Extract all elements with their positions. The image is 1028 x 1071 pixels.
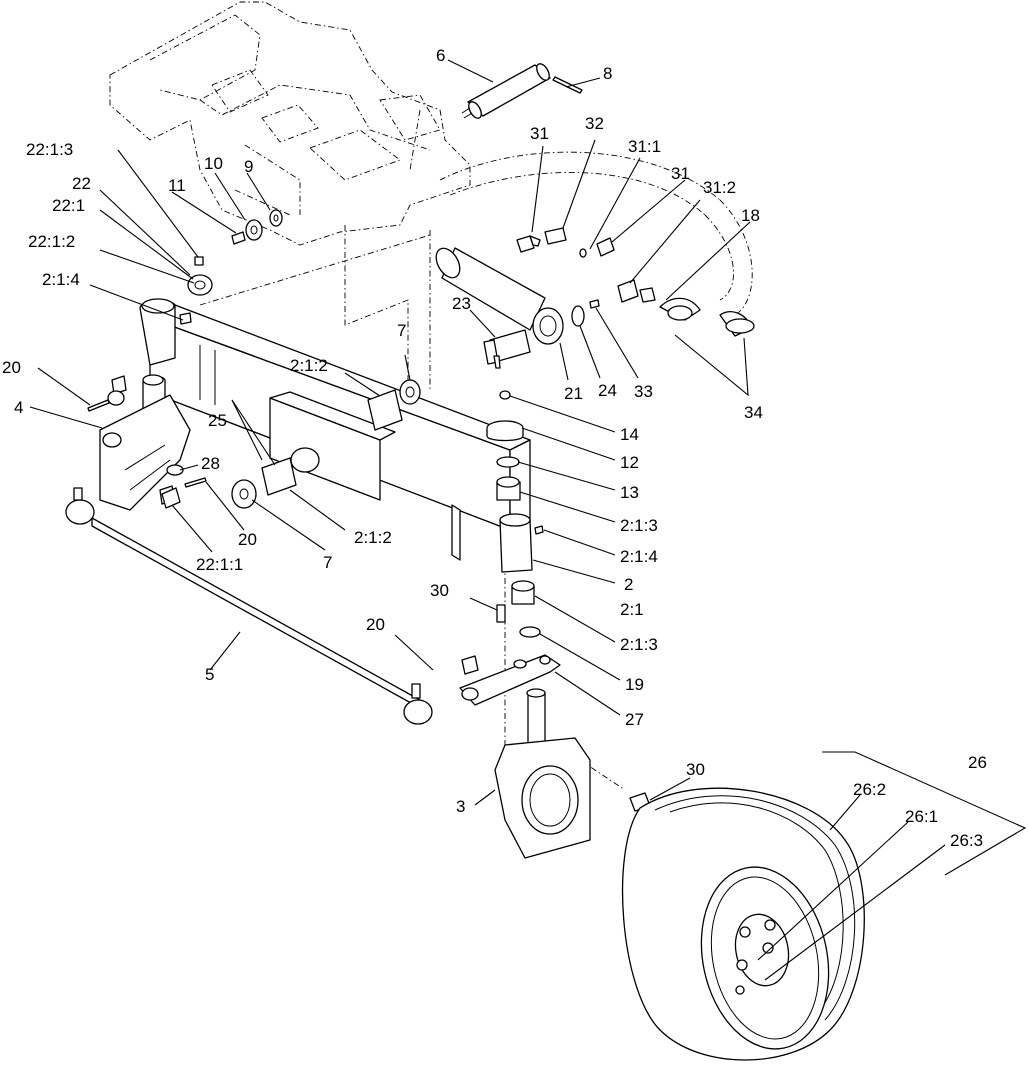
- callout-2: 2: [624, 575, 633, 594]
- part-5-tie-rod: [65, 487, 433, 725]
- callout-32: 32: [585, 114, 604, 133]
- callout-5: 5: [205, 665, 214, 684]
- callout-10: 10: [204, 154, 223, 173]
- callout-2-1-2: 2:1:2: [354, 528, 392, 547]
- callout-21: 21: [564, 384, 583, 403]
- part-6-cylinder: [461, 63, 583, 119]
- front-axle: [149, 304, 531, 561]
- callout-22-1-1: 22:1:1: [196, 555, 243, 574]
- callout-31-1: 31:1: [628, 137, 661, 156]
- callout-14: 14: [620, 425, 639, 444]
- steering-cylinder: [435, 247, 600, 369]
- callout-2-1-4: 2:1:4: [620, 547, 658, 566]
- hydraulic-fittings: [516, 227, 755, 337]
- callout-8: 8: [603, 64, 612, 83]
- left-hardware: [87, 256, 213, 509]
- callout-27: 27: [625, 710, 644, 729]
- callout-31-2: 31:2: [703, 178, 736, 197]
- callout-26-2: 26:2: [853, 780, 886, 799]
- part-8-pin: [552, 76, 583, 94]
- callout-13: 13: [620, 483, 639, 502]
- steering-hardware: [231, 209, 283, 245]
- callout-26: 26: [968, 753, 987, 772]
- callout-9: 9: [244, 157, 253, 176]
- callout-26-3: 26:3: [950, 831, 983, 850]
- callout-2-1-3: 2:1:3: [620, 516, 658, 535]
- callout-24: 24: [598, 381, 617, 400]
- leader-lines: [29, 59, 1027, 981]
- callout-22-1-3: 22:1:3: [26, 140, 73, 159]
- callout-28: 28: [201, 454, 220, 473]
- callout-22: 22: [72, 174, 91, 193]
- callout-3: 3: [456, 797, 465, 816]
- callout-30: 30: [430, 581, 449, 600]
- callout-20: 20: [238, 530, 257, 549]
- callout-4: 4: [14, 398, 23, 417]
- axle-bushings: [231, 379, 421, 509]
- frame-outline: [109, 1, 753, 791]
- callout-25: 25: [208, 411, 227, 430]
- callout-2-1-3: 2:1:3: [620, 635, 658, 654]
- callout-23: 23: [452, 294, 471, 313]
- callout-31: 31: [671, 164, 690, 183]
- callout-labels: 6 8 31 32 31:1 31 31:2 18 22:1:3 22 22:1…: [2, 46, 987, 850]
- callout-7: 7: [323, 553, 332, 572]
- callout-7: 7: [397, 321, 406, 340]
- callout-2-1-4: 2:1:4: [42, 270, 80, 289]
- callout-34: 34: [744, 403, 763, 422]
- callout-12: 12: [620, 453, 639, 472]
- callout-18: 18: [741, 206, 760, 225]
- callout-2-1: 2:1: [620, 600, 644, 619]
- part-26-wheel: [621, 787, 865, 1061]
- callout-31: 31: [530, 124, 549, 143]
- part-4-spindle: [99, 298, 191, 511]
- callout-22-1-2: 22:1:2: [28, 232, 75, 251]
- callout-2-1-2: 2:1:2: [290, 356, 328, 375]
- part-3-spindle: [494, 688, 651, 859]
- callout-19: 19: [625, 675, 644, 694]
- callout-30: 30: [686, 760, 705, 779]
- callout-33: 33: [634, 382, 653, 401]
- callout-22-1: 22:1: [52, 196, 85, 215]
- callout-11: 11: [168, 176, 186, 195]
- callout-6: 6: [436, 46, 445, 65]
- callout-20: 20: [2, 358, 21, 377]
- part-27-steering-arm: [459, 654, 561, 706]
- callout-20: 20: [366, 615, 385, 634]
- callout-26-1: 26:1: [905, 807, 938, 826]
